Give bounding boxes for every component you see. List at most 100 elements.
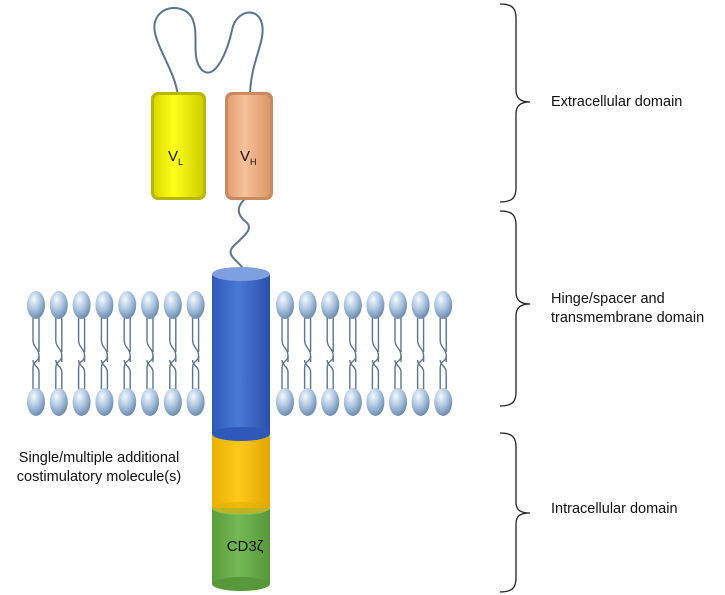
lipid-tail: [32, 355, 40, 389]
phospholipid: [434, 291, 453, 416]
brace-hinge: [499, 210, 531, 407]
lipid-head: [49, 291, 68, 319]
lipid-tail: [371, 355, 380, 389]
lipid-tail: [169, 355, 177, 389]
lipid-tail: [281, 355, 289, 389]
lipid-head: [434, 291, 453, 319]
lipid-tail: [146, 359, 154, 389]
phospholipid: [186, 291, 205, 416]
lipid-tail: [123, 359, 131, 389]
lipid-tail: [349, 359, 357, 389]
lipid-tail: [191, 355, 200, 389]
lipid-tail: [169, 318, 177, 362]
phospholipid: [27, 291, 45, 416]
intracellular-domain-label: Intracellular domain: [551, 501, 678, 517]
vl-domain: [151, 92, 206, 200]
lipid-tail: [394, 318, 402, 362]
lipid-tail: [326, 355, 334, 389]
lipid-tail: [439, 359, 447, 389]
lipid-head: [434, 388, 453, 416]
lipid-tail: [55, 318, 63, 362]
lipid-tail: [146, 318, 154, 362]
lipid-head: [366, 388, 385, 416]
brace-intracellular: [499, 432, 531, 593]
lipid-head: [118, 388, 137, 416]
lipid-bilayer-left: [27, 291, 205, 416]
hinge-linker: [229, 195, 250, 271]
lipid-head: [298, 291, 317, 319]
lipid-head: [141, 291, 159, 319]
lipid-head: [366, 291, 385, 319]
lipid-tail: [32, 359, 40, 389]
lipid-head: [27, 291, 45, 319]
lipid-head: [411, 388, 430, 416]
vh-domain: [225, 92, 273, 200]
lipid-head: [163, 388, 182, 416]
phospholipid: [411, 291, 430, 416]
phospholipid: [141, 291, 159, 416]
lipid-head: [95, 388, 114, 416]
phospholipid: [163, 291, 182, 416]
lipid-tail: [371, 318, 380, 362]
lipid-tail: [191, 318, 200, 362]
lipid-tail: [371, 359, 380, 389]
lipid-head: [389, 291, 407, 319]
lipid-tail: [77, 355, 86, 389]
lipid-head: [72, 291, 91, 319]
lipid-tail: [416, 359, 425, 389]
phospholipid: [298, 291, 317, 416]
lipid-head: [49, 388, 68, 416]
hinge-label-line2: transmembrane domain: [551, 310, 705, 326]
phospholipid: [95, 291, 114, 416]
lipid-tail: [146, 355, 154, 389]
lipid-tail: [394, 355, 402, 389]
lipid-head: [321, 291, 340, 319]
lipid-tail: [123, 355, 131, 389]
phospholipid: [343, 291, 362, 416]
vh-label: VH: [240, 148, 257, 167]
brace-extracellular: [499, 3, 531, 203]
phospholipid: [366, 291, 385, 416]
phospholipid: [321, 291, 340, 416]
lipid-tail: [303, 359, 312, 389]
lipid-head: [141, 388, 159, 416]
lipid-head: [411, 291, 430, 319]
costim-label-line2: costimulatory molecule(s): [16, 469, 182, 485]
lipid-tail: [303, 355, 312, 389]
phospholipid: [72, 291, 91, 416]
lipid-head: [163, 291, 182, 319]
lipid-head: [343, 291, 362, 319]
lipid-tail: [439, 355, 447, 389]
lipid-tail: [191, 359, 200, 389]
lipid-tail: [169, 359, 177, 389]
lipid-head: [95, 291, 114, 319]
lipid-head: [118, 291, 137, 319]
extracellular-domain-label: Extracellular domain: [551, 94, 683, 110]
lipid-head: [298, 388, 317, 416]
hinge-transmembrane-label: Hinge/spacer and transmembrane domain: [551, 290, 704, 328]
car-cylinder: [212, 267, 270, 591]
scfv-linker: [153, 7, 264, 98]
lipid-head: [276, 291, 294, 319]
lipid-head: [186, 388, 205, 416]
lipid-head: [186, 291, 205, 319]
phospholipid: [118, 291, 137, 416]
lipid-head: [276, 388, 294, 416]
lipid-tail: [100, 355, 109, 389]
phospholipid: [389, 291, 407, 416]
costim-label-line1: Single/multiple additional: [18, 450, 180, 466]
lipid-head: [321, 388, 340, 416]
lipid-tail: [281, 359, 289, 389]
lipid-tail: [100, 318, 109, 362]
hinge-label-line1: Hinge/spacer and: [551, 291, 665, 307]
lipid-tail: [77, 318, 86, 362]
lipid-tail: [100, 359, 109, 389]
lipid-tail: [349, 355, 357, 389]
lipid-tail: [55, 355, 63, 389]
lipid-tail: [349, 318, 357, 362]
phospholipid: [49, 291, 68, 416]
lipid-tail: [326, 359, 334, 389]
lipid-bilayer-right: [276, 291, 453, 416]
lipid-tail: [303, 318, 312, 362]
